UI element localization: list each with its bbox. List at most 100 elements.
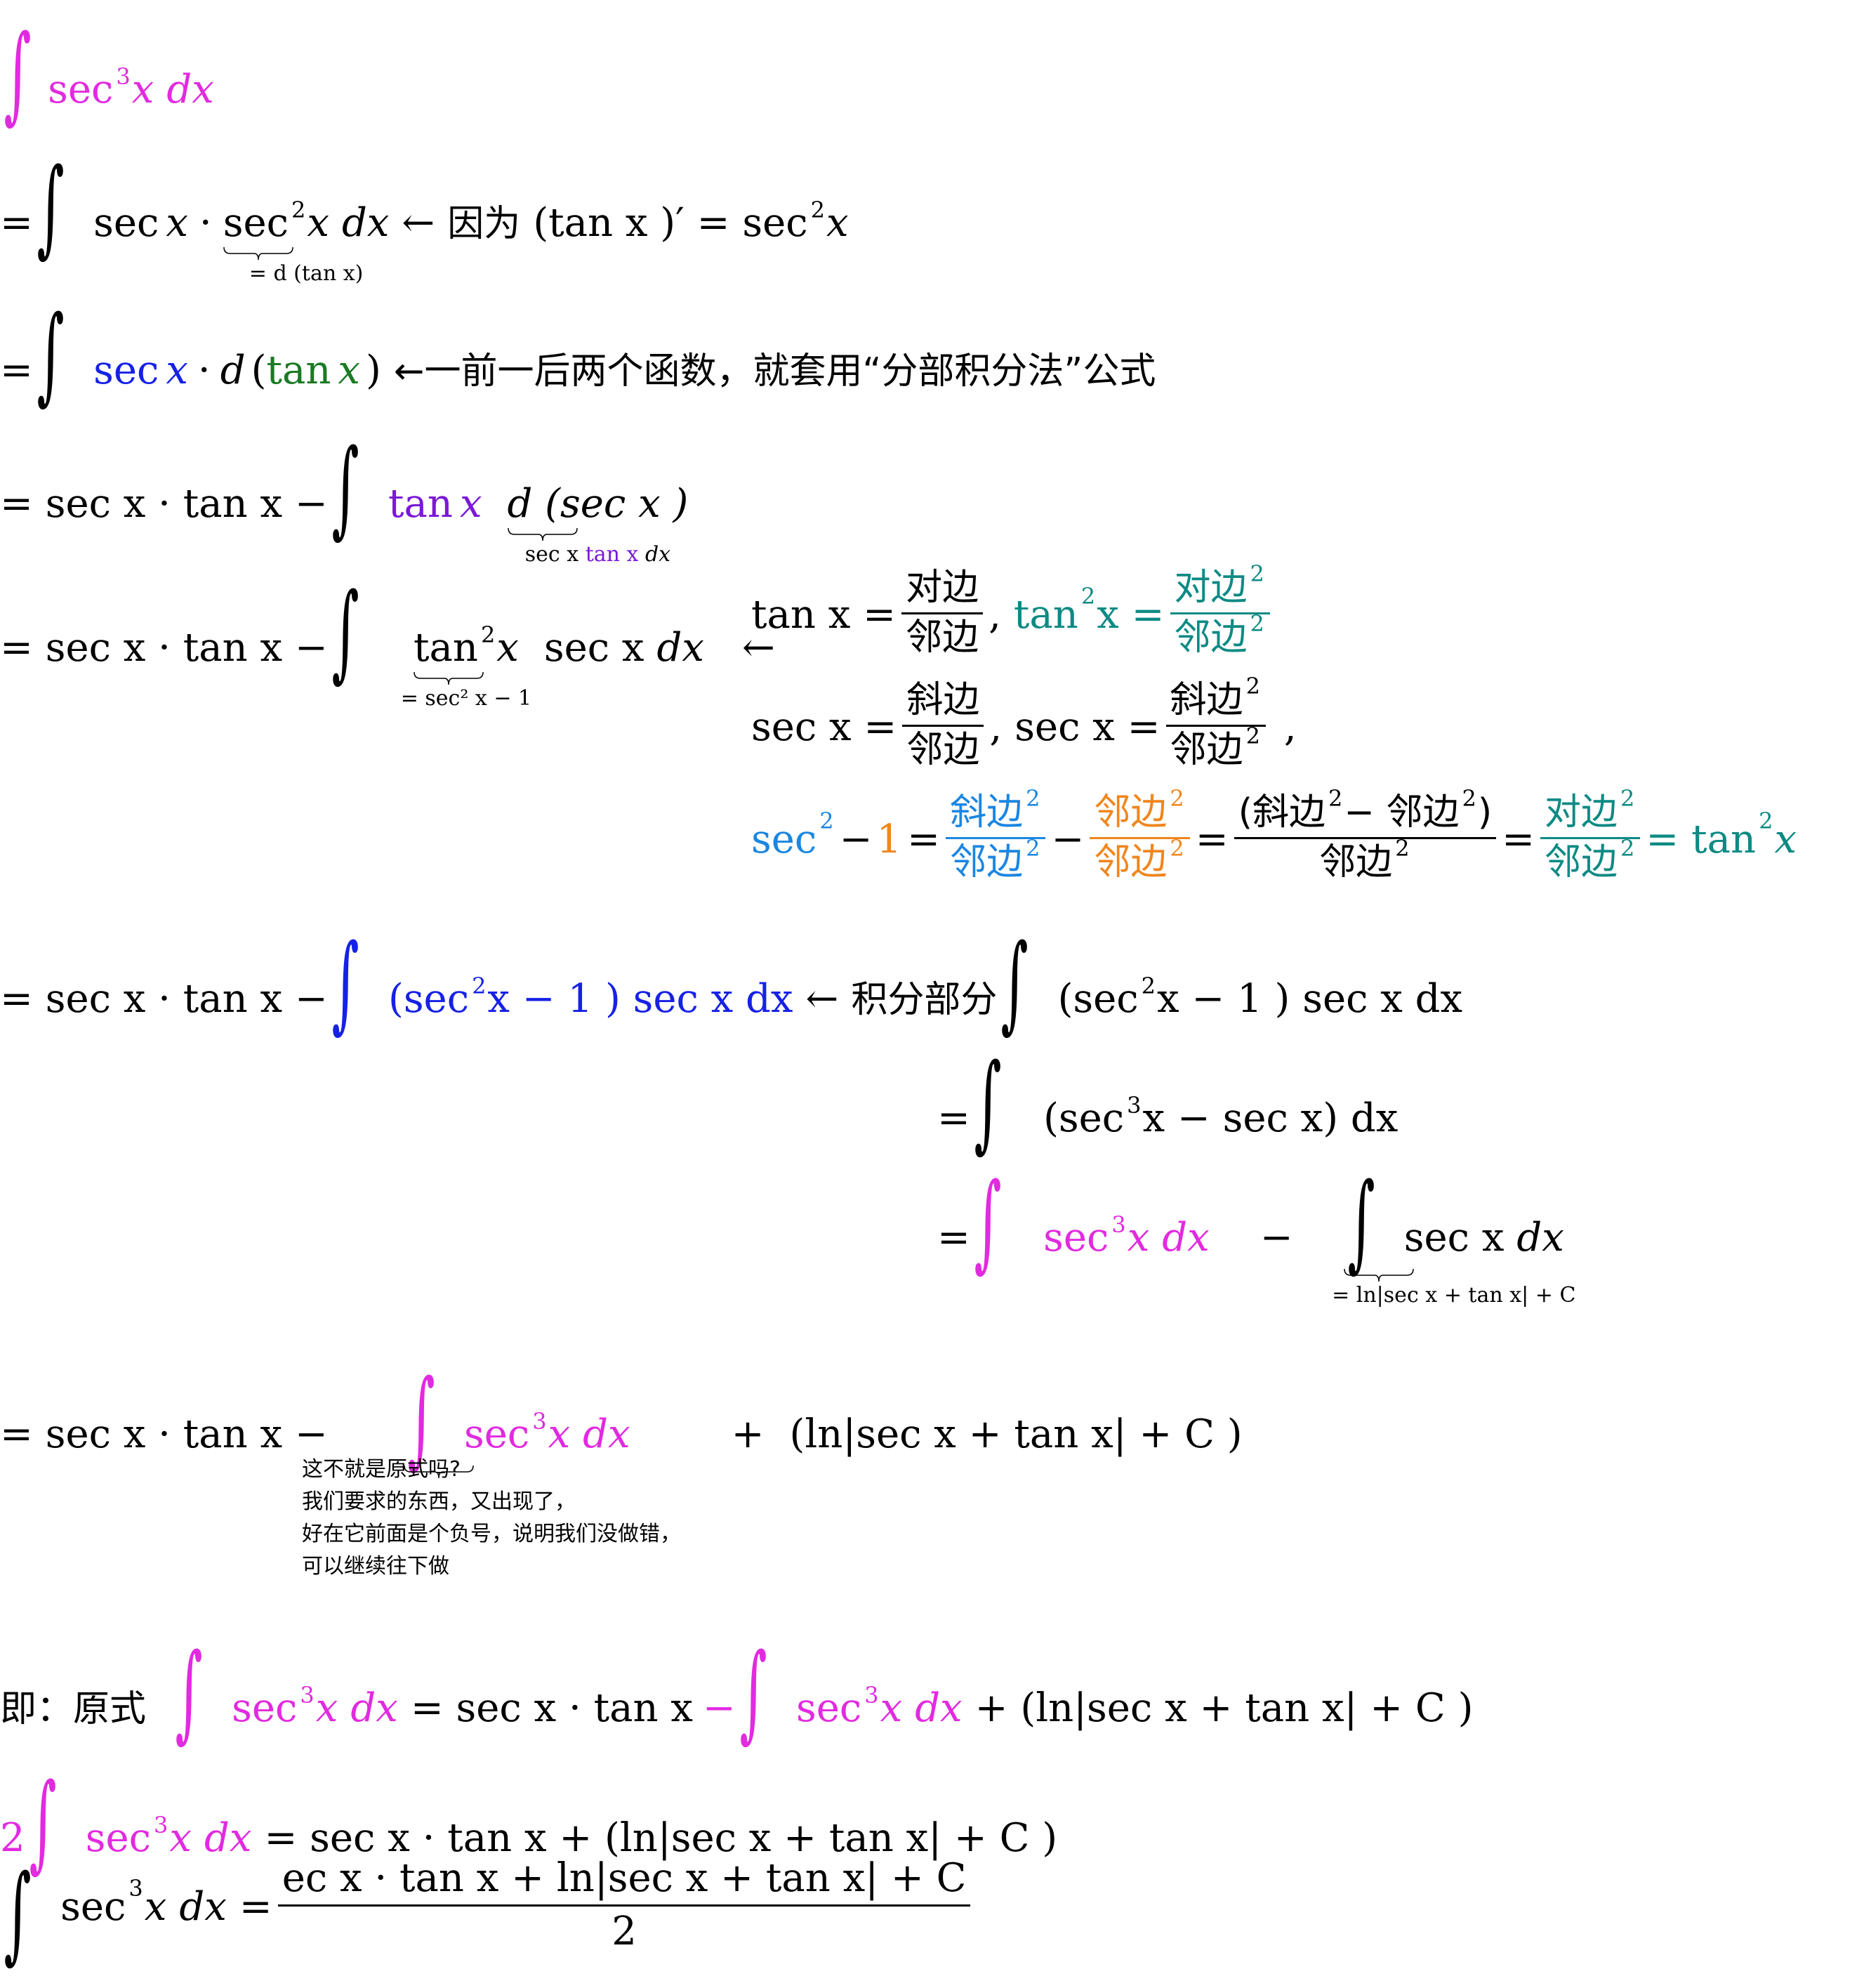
integral-sign: ∫ (4, 1852, 32, 1975)
variable: x (315, 1685, 338, 1731)
fraction-bar (1170, 612, 1270, 614)
differential: dx (166, 67, 214, 112)
variable: x (166, 200, 188, 246)
equals: = (937, 1095, 970, 1141)
line-10: 即：原式 ∫ sec 3 x dx = sec x · tan x − ∫ se… (0, 1633, 1473, 1745)
minus: − (839, 816, 873, 862)
exponent: 2 (480, 621, 496, 648)
exponent: 3 (154, 1812, 168, 1838)
sec2-lhs: sec x = (1014, 704, 1161, 750)
sec-term: sec (60, 1883, 126, 1930)
integrand-rest: x − sec x) dx (1142, 1095, 1399, 1141)
tan-lhs: tan x = (751, 591, 897, 638)
variable: x (338, 348, 361, 393)
denominator: 邻边 (1545, 841, 1618, 883)
fraction-bar (946, 836, 1046, 839)
variable: x (880, 1685, 903, 1731)
integral-sign: ∫ (4, 13, 32, 135)
annotation-line: 可以继续往下做 (302, 1554, 449, 1579)
variable: x (1774, 816, 1797, 862)
integral-sign: ∫ (974, 1161, 1002, 1283)
exponent: 2 (1759, 808, 1773, 835)
exponent: 2 (1245, 722, 1260, 749)
differential: dx (583, 1411, 630, 1457)
integral-sign: ∫ (331, 922, 359, 1044)
one: 1 (876, 816, 902, 862)
denominator: 邻边 (1174, 616, 1248, 659)
sec-term: sec (232, 1685, 298, 1731)
comma: , (989, 704, 1003, 750)
brace-dx: dx (644, 542, 671, 567)
numerator-part: (斜边 (1238, 791, 1325, 834)
integral-sign: ∫ (331, 427, 359, 549)
denominator: 邻边 (1094, 841, 1168, 883)
exponent: 2 (1395, 834, 1410, 862)
differential: dx (350, 1685, 398, 1731)
numerator: 斜边 (950, 791, 1024, 834)
exponent: 2 (1245, 673, 1260, 699)
underbrace-label: = sec² x − 1 (400, 686, 532, 711)
exponent: 2 (1620, 834, 1635, 862)
line-11: 2 ∫ sec 3 x dx = sec x · tan x + (ln|sec… (0, 1763, 1057, 1875)
integration-by-parts-note: ←一前一后两个函数，就套用“分部积分法”公式 (393, 350, 1156, 393)
underbrace (414, 671, 484, 686)
fraction-bar (902, 724, 984, 727)
sec-term: sec (93, 200, 159, 246)
equals: = (1502, 816, 1535, 862)
fraction-bar (1090, 836, 1190, 839)
that-is-label: 即：原式 (0, 1688, 147, 1730)
exponent: 2 (810, 197, 825, 223)
integral-sign: ∫ (739, 1631, 767, 1753)
lead-expression: = sec x · tan x − (0, 1411, 328, 1457)
annotation-line: 好在它前面是个负号，说明我们没做错， (302, 1522, 681, 1546)
underbrace-label: = d (tan x) (249, 261, 364, 286)
fraction-bar (1234, 836, 1497, 839)
paren-close: ) (366, 348, 381, 393)
underbrace-label: sec x tan x dx (525, 542, 670, 567)
arrow: ← (741, 625, 775, 671)
integral-sign: ∫ (1347, 1161, 1375, 1283)
differential: dx (1516, 1215, 1564, 1260)
denominator: 2 (611, 1908, 637, 1954)
equals: = (0, 348, 33, 393)
arrow: ← (402, 200, 435, 246)
dot-operator: · (197, 348, 211, 393)
tan2-x: x = (1097, 591, 1165, 638)
exponent: 2 (1170, 785, 1184, 812)
variable: x (1127, 1215, 1150, 1260)
exponent: 3 (1127, 1092, 1142, 1119)
sec2-lhs: sec (751, 816, 817, 862)
exponent: 2 (1250, 610, 1264, 637)
sec-term: sec (795, 1685, 862, 1731)
equals: = (0, 200, 33, 246)
numerator: 对边 (906, 567, 979, 609)
underbrace (223, 246, 293, 261)
plus: + (731, 1411, 765, 1457)
exponent: 3 (864, 1682, 879, 1709)
dot-operator: · (199, 200, 212, 246)
minus: − (1260, 1215, 1293, 1260)
numerator-part: − 邻边 (1344, 791, 1460, 834)
denominator: 邻边 (906, 616, 979, 659)
fraction-bar (901, 612, 984, 614)
denominator: 邻边 (1319, 841, 1393, 883)
sec-term: sec (93, 348, 159, 393)
exponent: 3 (300, 1682, 315, 1709)
sec-term: sec (85, 1815, 152, 1861)
because-label: 因为 (447, 203, 521, 245)
numerator: 斜边 (1170, 679, 1243, 721)
fraction-opp-adj: 对边邻边 (901, 567, 984, 659)
variable: x (307, 200, 329, 246)
rhs-open: (sec (1057, 976, 1139, 1022)
lead-expression: = sec x · tan x − (0, 625, 328, 671)
